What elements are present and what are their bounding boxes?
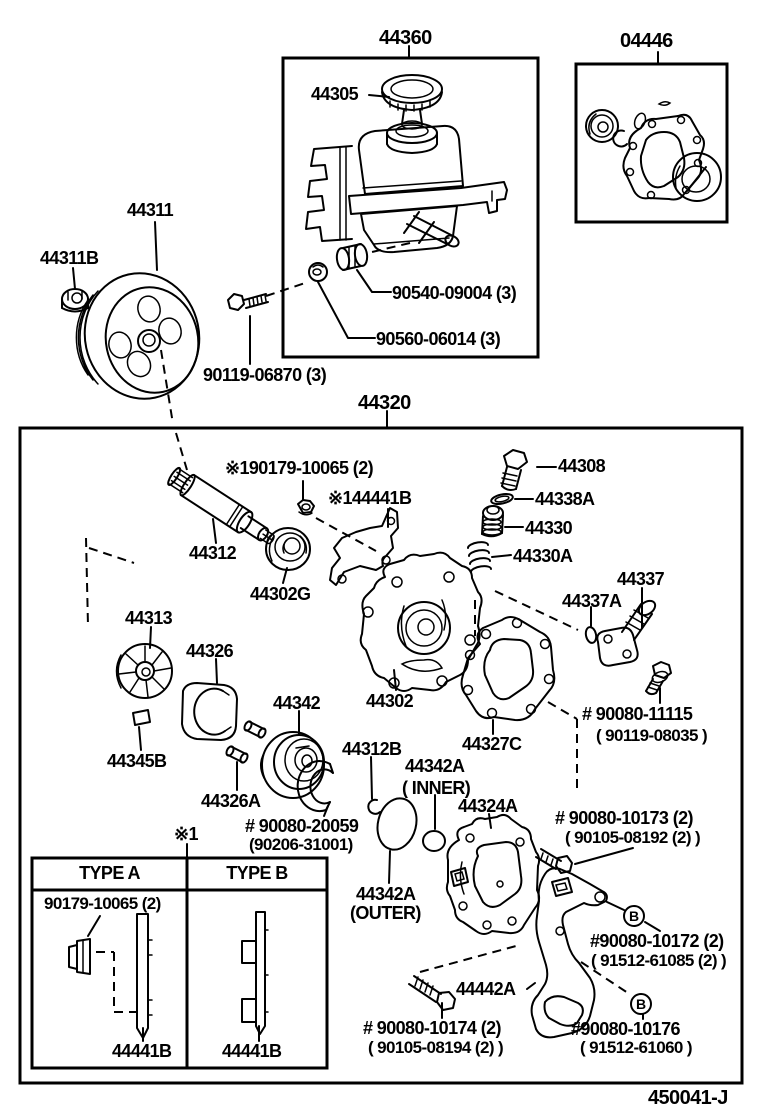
reservoir-grommets-drawing bbox=[227, 243, 369, 311]
pins-drawing bbox=[225, 720, 267, 764]
bolt-11115-drawing bbox=[645, 661, 672, 696]
label-190179: ※190179-10065 (2) bbox=[225, 458, 374, 478]
label-44312: 44312 bbox=[189, 543, 237, 563]
bracket-drawing bbox=[329, 507, 399, 586]
reservoir-drawing bbox=[305, 74, 508, 254]
label-44342a-inner: 44342A bbox=[405, 756, 465, 776]
oring-inner-drawing bbox=[422, 830, 446, 852]
frame-boxes bbox=[18, 56, 744, 1085]
screw-10174-drawing bbox=[408, 975, 456, 1011]
pulley-drawing bbox=[61, 272, 201, 400]
label-44311b: 44311B bbox=[40, 248, 99, 268]
label-outer-note: (OUTER) bbox=[350, 903, 421, 923]
bearing-drawing bbox=[265, 527, 311, 571]
label-44326: 44326 bbox=[186, 641, 234, 661]
label-44360: 44360 bbox=[379, 27, 432, 49]
stay-bracket-drawing bbox=[530, 867, 608, 1039]
union-drawing bbox=[500, 449, 528, 491]
label-44327c: 44327C bbox=[462, 734, 522, 754]
label-44342: 44342 bbox=[273, 693, 321, 713]
table-footnote: ※1 bbox=[174, 824, 199, 844]
label-91512-61060: ( 91512-61060 ) bbox=[580, 1038, 693, 1057]
screw-10173-drawing bbox=[535, 848, 573, 874]
side-plate-drawing bbox=[181, 682, 238, 741]
drawing-code: 450041-J bbox=[648, 1087, 728, 1109]
label-44320: 44320 bbox=[358, 392, 411, 414]
label-44345b: 44345B bbox=[107, 751, 167, 771]
label-44312b: 44312B bbox=[342, 739, 402, 759]
label-90080-10174: # 90080-10174 (2) bbox=[363, 1018, 502, 1038]
rotor-drawing bbox=[115, 643, 173, 699]
union-oring-drawing bbox=[490, 493, 514, 505]
label-44338a: 44338A bbox=[535, 489, 595, 509]
b-marker-circles bbox=[623, 905, 652, 1015]
label-90080-10176: #90080-10176 bbox=[571, 1019, 681, 1039]
label-90119: 90119-06870 (3) bbox=[203, 365, 327, 385]
fitting-oring-drawing bbox=[584, 626, 598, 644]
label-90105-08194: ( 90105-08194 (2) ) bbox=[368, 1038, 504, 1057]
label-04446: 04446 bbox=[620, 30, 673, 52]
dashed-lines bbox=[85, 242, 632, 1013]
label-90080-10173: # 90080-10173 (2) bbox=[555, 808, 694, 828]
label-44324a: 44324A bbox=[458, 796, 518, 816]
label-90105-08192: ( 90105-08192 (2) ) bbox=[565, 828, 701, 847]
shaft-drawing bbox=[167, 466, 275, 545]
seal-kit-drawing bbox=[585, 100, 722, 202]
valve-drawing bbox=[481, 505, 504, 538]
label-44311: 44311 bbox=[127, 200, 174, 220]
label-90080-10172: #90080-10172 (2) bbox=[590, 931, 724, 951]
retainer-plate-drawing bbox=[296, 760, 334, 813]
label-44342a-outer: 44342A bbox=[356, 884, 416, 904]
label-90560: 90560-06014 (3) bbox=[376, 329, 501, 349]
label-90540: 90540-09004 (3) bbox=[392, 283, 517, 303]
label-144441b: ※144441B bbox=[328, 488, 412, 508]
oring-outer-drawing bbox=[376, 797, 418, 851]
label-44330: 44330 bbox=[525, 518, 573, 538]
label-44442a: 44442A bbox=[456, 979, 516, 999]
shaft-nut-drawing bbox=[297, 499, 315, 516]
label-44326a: 44326A bbox=[201, 791, 261, 811]
label-44337: 44337 bbox=[617, 569, 665, 589]
label-90206-31001: (90206-31001) bbox=[249, 835, 353, 854]
table-label-44441b-b: 44441B bbox=[222, 1041, 282, 1061]
label-44302: 44302 bbox=[366, 691, 414, 711]
spring-drawing bbox=[466, 541, 492, 573]
table-header-type-b: TYPE B bbox=[226, 863, 288, 883]
key-drawing bbox=[132, 709, 151, 726]
label-44313: 44313 bbox=[125, 608, 173, 628]
label-44337a: 44337A bbox=[562, 591, 622, 611]
rear-cover-drawing bbox=[445, 813, 541, 935]
label-44305: 44305 bbox=[311, 84, 359, 104]
table-label-90179: 90179-10065 (2) bbox=[44, 894, 161, 913]
label-90080-11115: # 90080-11115 bbox=[582, 704, 693, 724]
label-90119-08035: ( 90119-08035 ) bbox=[596, 726, 708, 745]
b-marker-2: B bbox=[635, 996, 647, 1012]
label-inner-note: ( INNER) bbox=[402, 778, 471, 798]
type-table-drawings bbox=[68, 911, 269, 1039]
cam-ring-drawing bbox=[260, 731, 325, 799]
label-90080-20059: # 90080-20059 bbox=[245, 816, 359, 836]
label-91512-61085: ( 91512-61085 (2) ) bbox=[591, 951, 727, 970]
snap-ring-drawing bbox=[367, 798, 381, 815]
fitting-drawing bbox=[596, 599, 657, 667]
b-marker-1: B bbox=[628, 908, 640, 924]
label-44330a: 44330A bbox=[513, 546, 573, 566]
label-44302g: 44302G bbox=[250, 584, 311, 604]
gasket-drawing bbox=[460, 616, 556, 722]
label-44308: 44308 bbox=[558, 456, 606, 476]
table-header-type-a: TYPE A bbox=[79, 863, 140, 883]
table-label-44441b-a: 44441B bbox=[112, 1041, 172, 1061]
